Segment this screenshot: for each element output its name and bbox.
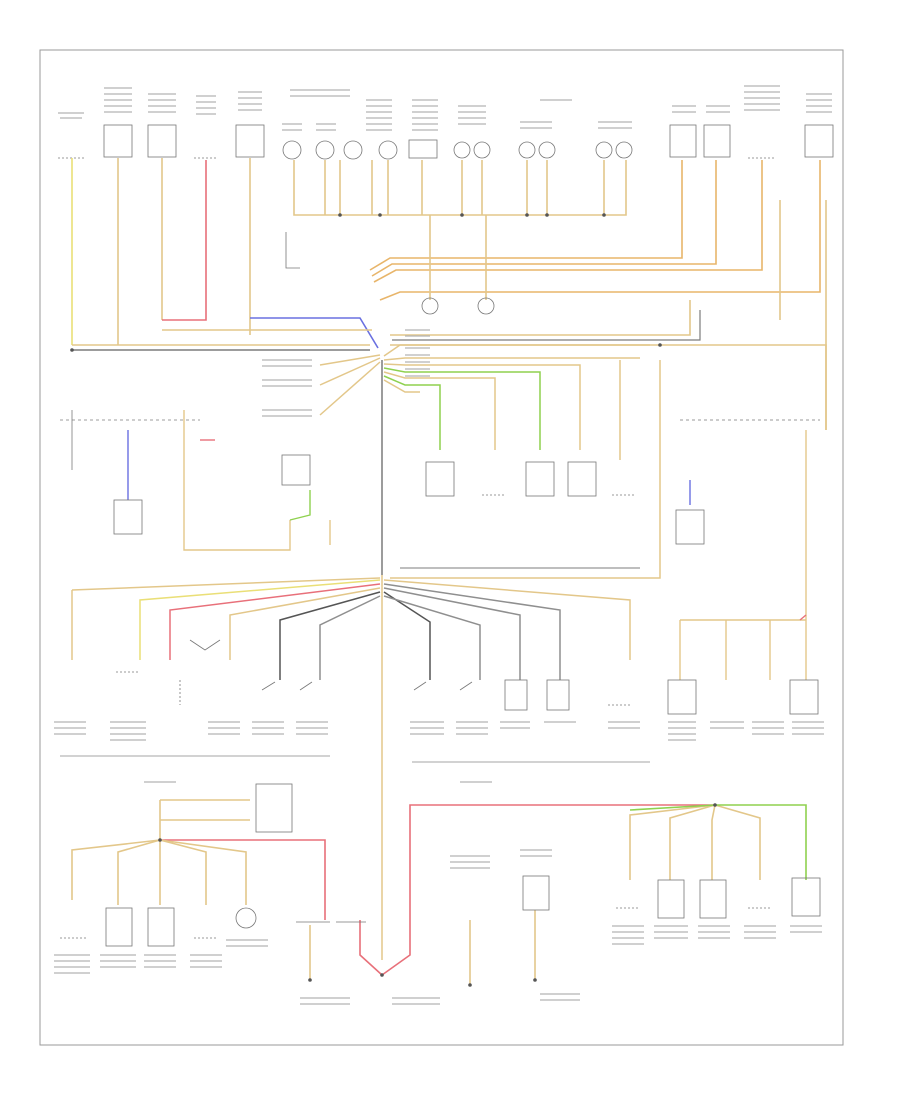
bottom-wires [71, 799, 807, 985]
mid-top-components [285, 232, 495, 315]
central-labels [262, 329, 430, 417]
diagram-frame [39, 49, 844, 1046]
lower-row-components [116, 639, 819, 715]
left-middle-block [60, 410, 331, 551]
lower-labels [54, 721, 824, 1005]
lower-right-block [679, 430, 807, 680]
central-splice-upper [319, 344, 650, 575]
separators [60, 755, 650, 763]
top-labels [58, 85, 832, 131]
top-wires [71, 158, 827, 430]
top-components [58, 124, 834, 160]
mid-right-block [425, 419, 820, 545]
bottom-components [60, 783, 821, 947]
splice-dots [70, 213, 717, 987]
central-splice-lower [71, 360, 661, 960]
